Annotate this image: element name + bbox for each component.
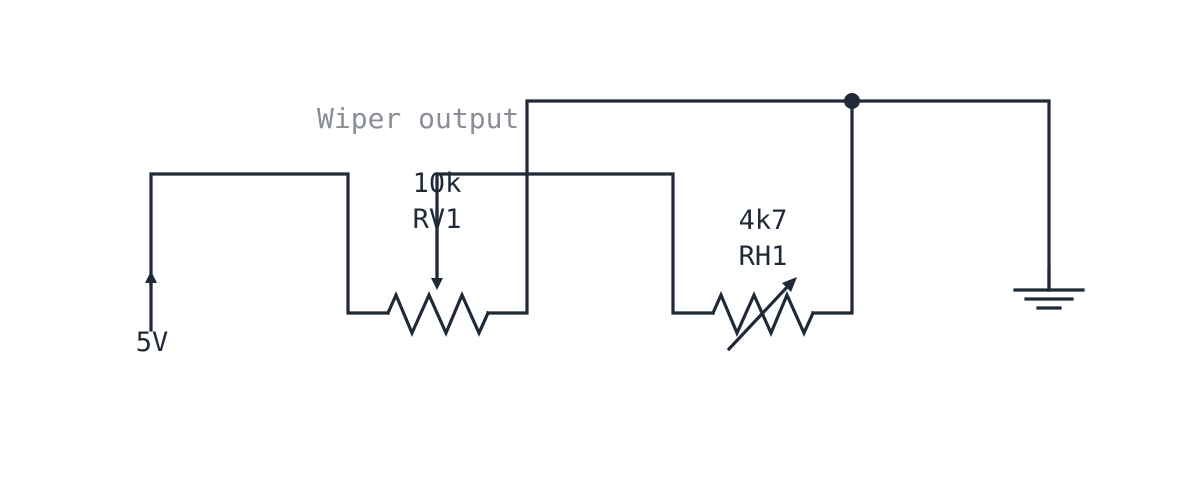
wire-top-bus-to-ground [850, 99, 1051, 292]
variable-arrow-line [726, 282, 792, 352]
rheostat-ref: RH1 [739, 241, 788, 272]
potentiometer-zigzag [385, 290, 491, 338]
variable-arrow-icon [782, 277, 797, 292]
wires [149, 99, 1051, 315]
rheostat-value: 4k7 [739, 205, 788, 236]
potentiometer-ref: RV1 [413, 204, 462, 235]
potentiometer-value: 10k [413, 168, 462, 199]
voltage-source-symbol [145, 271, 157, 332]
wire-rh1-to-junction [811, 99, 854, 315]
ground-icon [1013, 268, 1085, 310]
junction-dot [844, 93, 860, 109]
wiper-output-note: Wiper output [317, 102, 519, 135]
wire-source-to-rv1 [149, 172, 390, 315]
wiper-arrow-icon [431, 278, 443, 290]
wire-rv1-to-top-bus [486, 99, 854, 315]
arrow-up-icon [145, 271, 157, 283]
source-label: 5V [136, 327, 169, 358]
wire-wiper-to-rh1 [435, 172, 715, 315]
